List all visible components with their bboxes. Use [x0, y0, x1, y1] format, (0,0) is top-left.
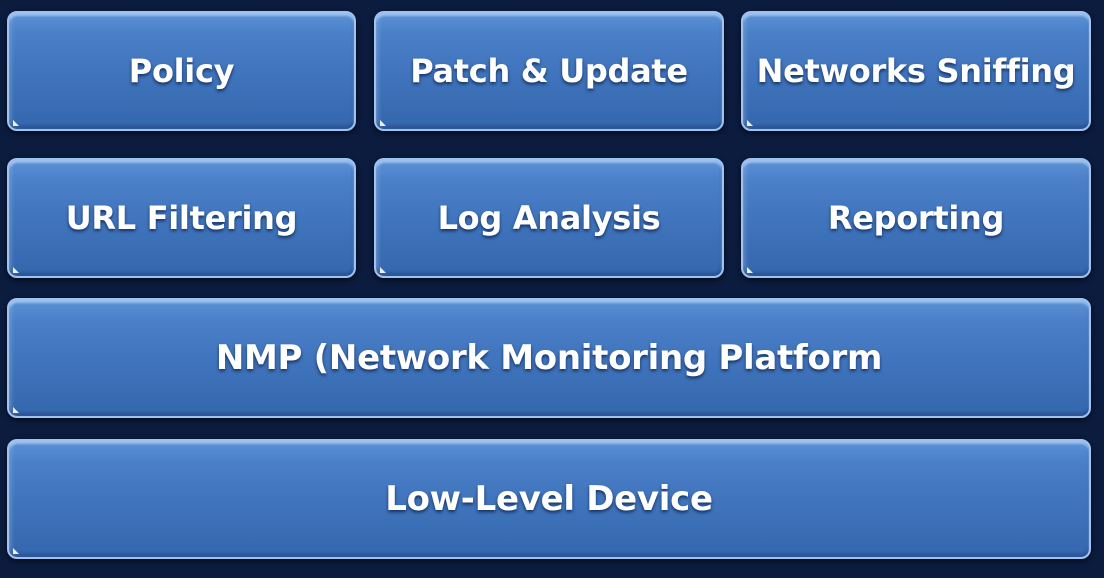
policy-label: Policy	[128, 52, 235, 90]
reporting-label: Reporting	[827, 199, 1005, 237]
log-analysis-label: Log Analysis	[437, 199, 661, 237]
low-level-device-block: Low-Level Device	[7, 439, 1091, 559]
nmp-platform-block: NMP (Network Monitoring Platform	[7, 298, 1091, 418]
reporting-block: Reporting	[741, 158, 1091, 278]
networks-sniffing-block: Networks Sniffing	[741, 11, 1091, 131]
patch-update-label: Patch & Update	[410, 52, 688, 90]
low-level-device-label: Low-Level Device	[385, 479, 713, 519]
networks-sniffing-label: Networks Sniffing	[756, 52, 1076, 90]
log-analysis-block: Log Analysis	[374, 158, 724, 278]
policy-block: Policy	[7, 11, 356, 131]
nmp-platform-label: NMP (Network Monitoring Platform	[215, 338, 883, 378]
url-filtering-block: URL Filtering	[7, 158, 356, 278]
patch-update-block: Patch & Update	[374, 11, 724, 131]
url-filtering-label: URL Filtering	[65, 199, 298, 237]
